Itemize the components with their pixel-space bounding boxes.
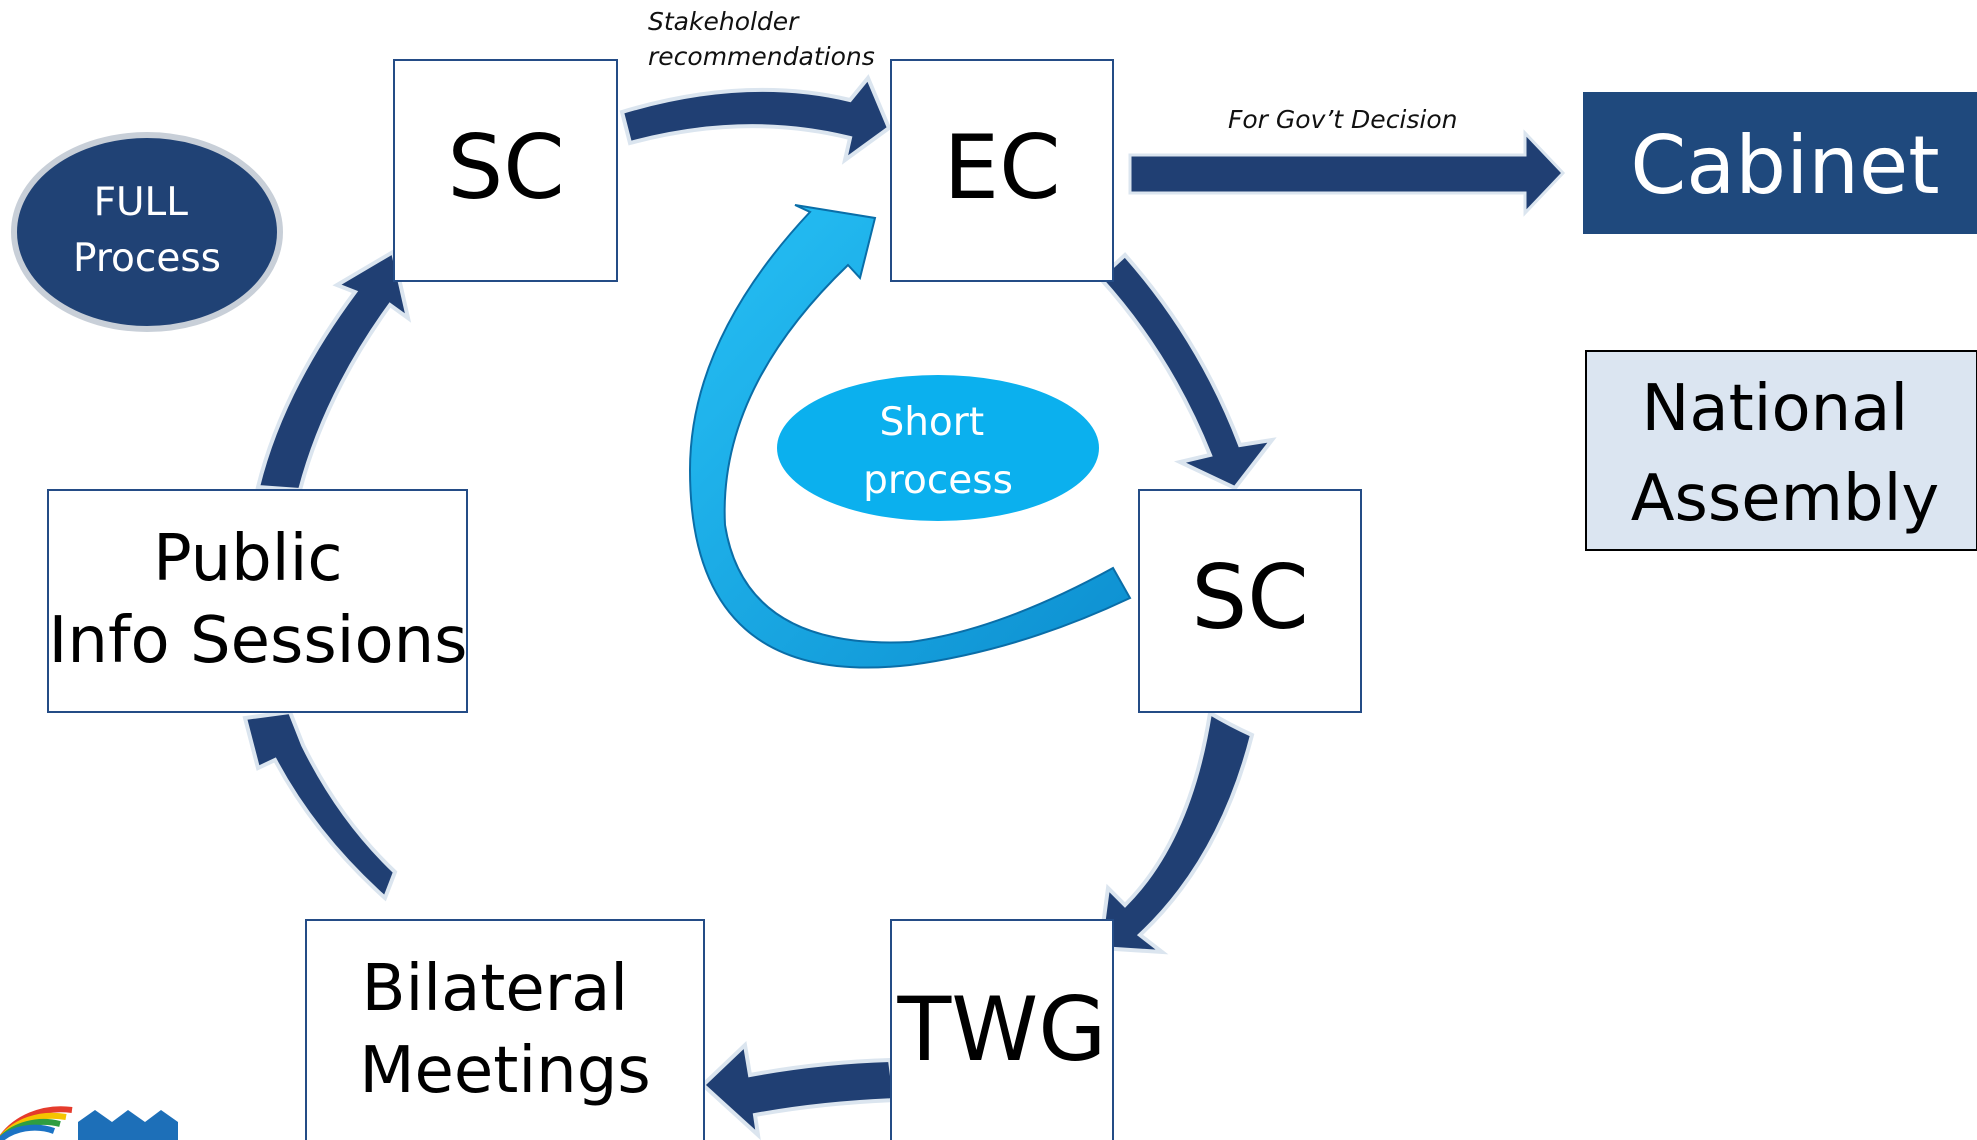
arrow-sc-to-ec — [619, 74, 892, 165]
svg-text:Public Info Sessions: Public Info Sessions — [49, 522, 468, 678]
svg-text:National Assembly: National Assembly — [1631, 372, 1939, 536]
svg-text:SC: SC — [1191, 546, 1308, 649]
stakeholder-label: Stakeholder recommendations — [648, 7, 875, 71]
svg-text:TWG: TWG — [897, 978, 1107, 1081]
svg-text:Short process: Short process — [863, 400, 1013, 503]
box-sc-right: SC — [1138, 489, 1362, 713]
box-twg: TWG — [890, 919, 1114, 1140]
short-process-badge: Short process — [777, 375, 1099, 521]
svg-text:Bilateral Meetings: Bilateral Meetings — [359, 952, 650, 1108]
box-sc-top: SC — [393, 59, 618, 282]
arrow-short-process — [688, 204, 1132, 669]
box-national-assembly: National Assembly — [1585, 350, 1977, 551]
arrow-public-to-sc — [255, 248, 412, 493]
svg-text:FULL Process: FULL Process — [73, 180, 221, 281]
box-cabinet: Cabinet — [1583, 92, 1977, 234]
full-process-badge: FULL Process — [11, 132, 283, 332]
svg-text:EC: EC — [943, 116, 1060, 219]
arrow-ec-to-cabinet — [1128, 129, 1566, 217]
rainbow-logo — [0, 1106, 73, 1140]
arrow-ec-to-sc — [1097, 252, 1277, 491]
svg-text:SC: SC — [447, 116, 564, 219]
box-ec: EC — [890, 59, 1114, 282]
blue-emblem-logo — [78, 1110, 178, 1140]
svg-text:Cabinet: Cabinet — [1630, 119, 1939, 212]
gov-decision-label: For Gov’t Decision — [1228, 105, 1458, 134]
box-public-info-sessions: Public Info Sessions — [47, 489, 468, 713]
arrow-sc-to-twg — [1097, 709, 1255, 955]
arrow-twg-to-bilateral — [700, 1040, 898, 1140]
arrow-bilateral-to-public — [242, 709, 398, 902]
box-bilateral-meetings: Bilateral Meetings — [305, 919, 705, 1140]
